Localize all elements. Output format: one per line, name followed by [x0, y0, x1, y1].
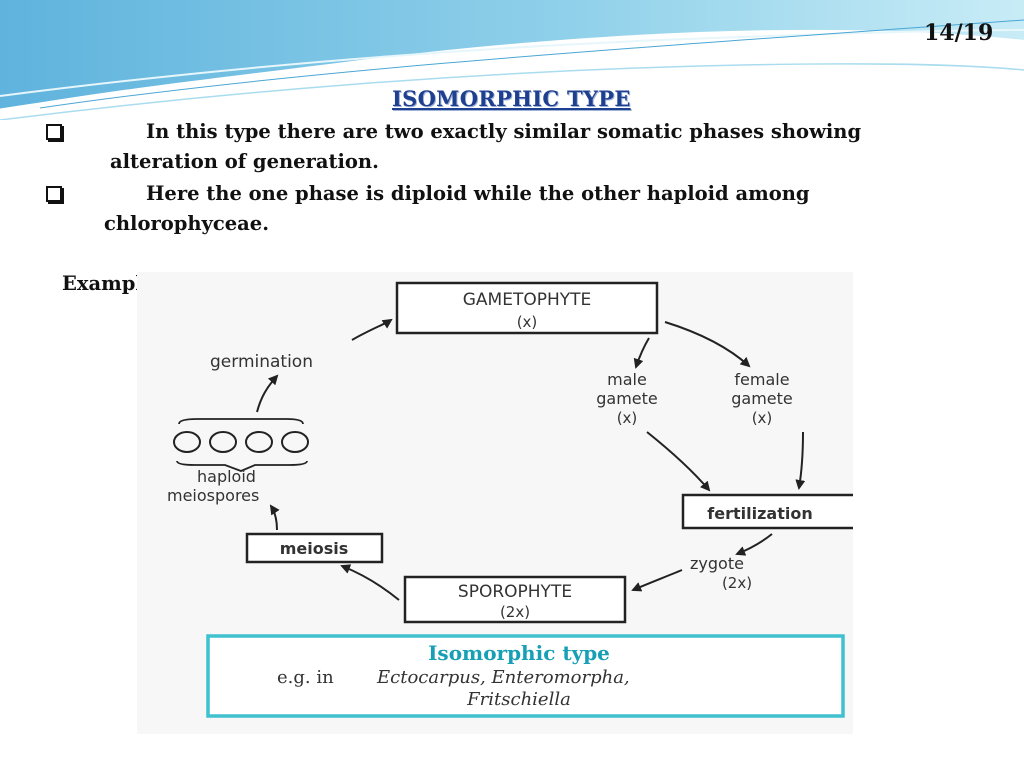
slide-number: 14/19 — [924, 20, 994, 46]
male-gamete-label: gamete — [596, 389, 658, 408]
arrow-to-sporophyte — [631, 569, 683, 592]
caption-title: Isomorphic type — [428, 641, 610, 665]
bullet-line: In this type there are two exactly simil… — [146, 120, 862, 143]
arrow-to-meiosis — [340, 564, 400, 601]
arrow-to-germination — [256, 374, 279, 413]
zygote-label: zygote — [690, 554, 744, 573]
gametophyte-label: GAMETOPHYTE — [463, 290, 592, 310]
life-cycle-diagram: GAMETOPHYTE (x) germination male gamete … — [137, 272, 853, 734]
checkbox-bullet-icon — [46, 186, 62, 202]
arrow-male-to-fertilization — [646, 431, 711, 492]
arrow-female-to-fertilization — [795, 431, 806, 490]
caption-examples: Fritschiella — [466, 689, 571, 710]
male-gamete-label: male — [607, 370, 647, 389]
checkbox-bullet-icon — [46, 124, 62, 140]
caption-prefix: e.g. in — [277, 667, 334, 688]
meiosis-label: meiosis — [280, 539, 349, 558]
bullet-line: alteration of generation. — [110, 150, 379, 173]
meiospores-label: haploid — [197, 467, 256, 486]
female-gamete-ploidy: (x) — [752, 409, 773, 427]
male-gamete-ploidy: (x) — [617, 409, 638, 427]
bullet-line: chlorophyceae. — [104, 212, 269, 235]
arrow-to-gametophyte — [351, 318, 393, 341]
meiospores-label: meiospores — [167, 486, 259, 505]
fertilization-label: fertilization — [707, 504, 812, 523]
meiospores-group-icon — [173, 418, 309, 472]
female-gamete-label: gamete — [731, 389, 793, 408]
header-wave-decoration — [0, 0, 1024, 120]
zygote-ploidy: (2x) — [722, 574, 752, 592]
meiosis-box — [245, 532, 384, 564]
germination-label: germination — [210, 352, 313, 372]
caption-box — [206, 634, 845, 718]
sporophyte-box — [403, 575, 627, 624]
arrow-to-meiospores — [269, 504, 280, 531]
arrow-to-zygote — [735, 533, 773, 556]
sporophyte-label: SPOROPHYTE — [458, 582, 572, 602]
arrow-to-male-gamete — [633, 337, 650, 369]
fertilization-box — [681, 493, 853, 530]
caption-examples: Ectocarpus, Enteromorpha, — [376, 667, 630, 688]
arrow-to-female-gamete — [664, 321, 751, 368]
slide-title: ISOMORPHIC TYPE — [392, 86, 631, 111]
sporophyte-ploidy: (2x) — [500, 603, 530, 621]
female-gamete-label: female — [734, 370, 789, 389]
gametophyte-box — [395, 281, 659, 335]
gametophyte-ploidy: (x) — [517, 313, 538, 331]
bullet-line: Here the one phase is diploid while the … — [146, 182, 810, 205]
